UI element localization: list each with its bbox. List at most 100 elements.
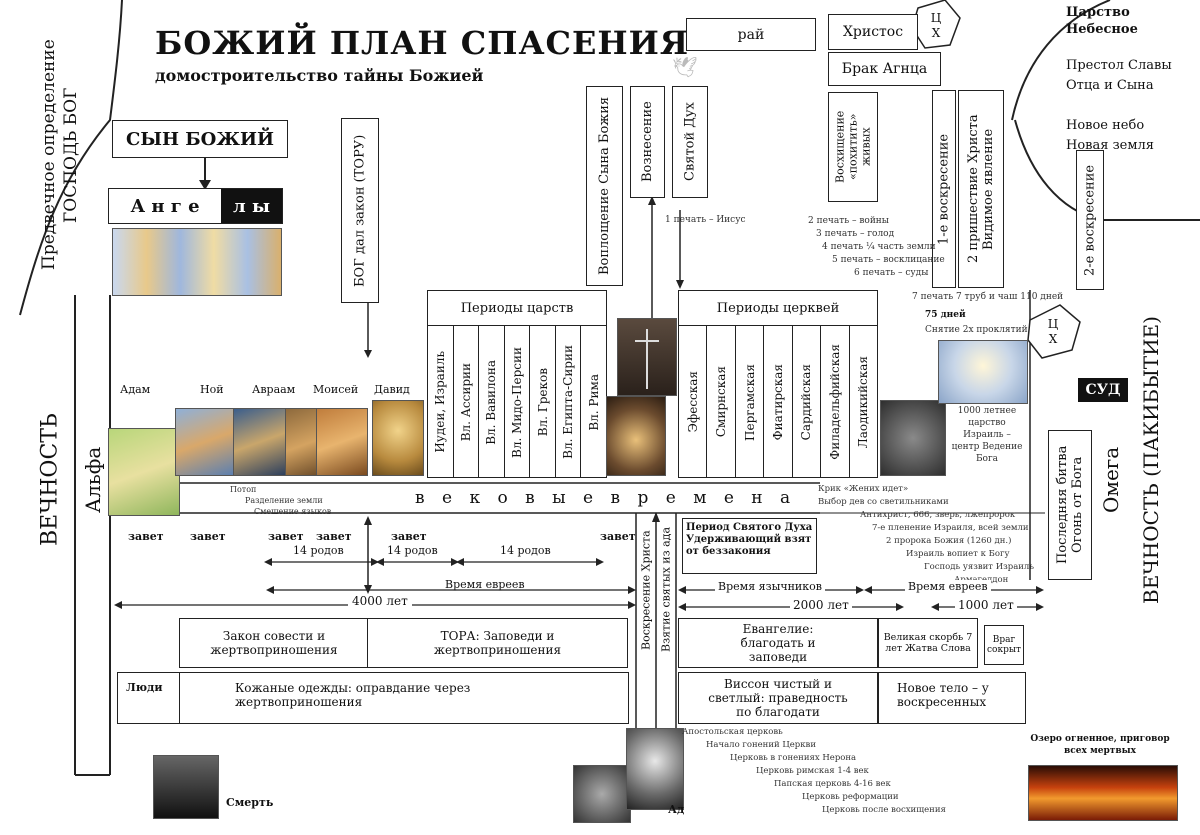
years-4000-label: 4000 лет: [348, 594, 412, 608]
kingdom-period-column: Вл. Вавилона: [479, 326, 505, 478]
new-body-box: Новое тело – у воскресенных: [878, 672, 1026, 724]
holy-spirit-box: Святой Дух: [672, 86, 708, 198]
church-periods-title: Периоды церквей: [679, 291, 877, 326]
angels-right-text: л ы: [221, 189, 282, 223]
gentiles-time-label: Время язычников: [715, 580, 825, 593]
end-note: Антихрист, 666, зверь, лжепророк: [860, 510, 1016, 520]
incarnation-text: Воплощение Сына Божия: [597, 96, 612, 276]
person-label: Ной: [200, 383, 224, 396]
gospel-box: Евангелие: благодать и заповеди: [678, 618, 878, 668]
seal-item: 6 печать – суды: [854, 268, 929, 278]
seals-list: 2 печать – войны 3 печать – голод 4 печа…: [808, 215, 945, 280]
end-note: Израиль вопиет к Богу: [906, 549, 1010, 559]
omega-text: Омега: [1099, 446, 1123, 514]
generations-label: 14 родов: [387, 544, 438, 557]
church-period-label: Эфесская: [685, 371, 700, 433]
flood-notes: Потоп Разделение земли Смешение языков: [230, 484, 331, 517]
crucifixion-image: [617, 318, 677, 396]
alpha-text: Альфа: [81, 446, 105, 514]
tsx-top-text: Ц Х: [930, 11, 942, 40]
kingdom-period-label: Вл. Мидо-Персии: [510, 346, 525, 458]
kingdom-period-column: Вл. Мидо-Персии: [505, 326, 531, 478]
eternity-left-text: ВЕЧНОСТЬ: [37, 413, 63, 547]
incarnation-box: Воплощение Сына Божия: [586, 86, 623, 286]
holy-spirit-period-sub: Удерживающий взят от беззакония: [686, 534, 812, 557]
church-history-item: Церковь реформации: [802, 792, 899, 802]
linen-box: Виссон чистый и светлый: праведность по …: [678, 672, 878, 724]
david-image: [372, 400, 424, 476]
abraham-image: [233, 408, 287, 476]
covenant-label: завет: [316, 530, 352, 543]
church-period-column: Фиатирская: [764, 326, 793, 478]
holy-spirit-period-title: Период Святого Духа: [686, 522, 813, 533]
torah-text: ТОРА: Заповеди и жертвоприношения: [433, 629, 562, 657]
kingdom-lines: Престол Славы Отца и Сына Новое небо Нов…: [1066, 56, 1172, 156]
jews-time-label: Время евреев: [445, 578, 525, 591]
gospel-text: Евангелие: благодать и заповеди: [740, 622, 816, 664]
last-battle-box: Последняя битва Огонь от Бога: [1048, 430, 1092, 580]
tsx-top: Ц Х: [918, 6, 954, 46]
jews-time-label-2: Время евреев: [905, 580, 991, 593]
holy-spirit-text: Святой Дух: [682, 102, 698, 182]
kingdom-line: Престол Славы: [1066, 58, 1172, 73]
kingdom-period-column: Вл. Египта-Сирии: [556, 326, 582, 478]
tsx-bottom: Ц Х: [1035, 312, 1071, 352]
angels-image: [112, 228, 282, 296]
church-period-column: Сардийская: [793, 326, 822, 478]
omega-label: Омега: [1096, 440, 1126, 520]
alpha-label: Альфа: [78, 430, 108, 530]
christ-box: Христос: [828, 14, 918, 50]
resurrection-christ-text: Воскресение Христа: [639, 530, 653, 650]
seal-item: 3 печать – голод: [816, 229, 895, 239]
second-coming-text: 2 пришествие Христа Видимое явление: [966, 114, 996, 264]
church-period-column: Лаодикийская: [850, 326, 877, 478]
torah-box: ТОРА: Заповеди и жертвоприношения: [367, 618, 628, 668]
resurrection-image: [938, 340, 1028, 404]
church-period-label: Лаодикийская: [856, 355, 871, 449]
flood-note: Потоп: [230, 485, 257, 494]
church-period-column: Пергамская: [736, 326, 765, 478]
taken-from-hell: Взятие святых из ада: [658, 520, 674, 660]
covenant-label: завет: [391, 530, 427, 543]
church-period-label: Филадельфийская: [827, 344, 842, 460]
kingdom-period-label: Вл. Ассирии: [458, 362, 473, 442]
end-note: Выбор дев со светильниками: [818, 497, 949, 507]
predestination-label: Предвечное определение ГОСПОДЬ БОГ: [30, 30, 90, 280]
satan-image: [880, 400, 946, 476]
millennium-text: 1000 летнее царство Израиль – центр Веде…: [951, 406, 1023, 464]
lake-label: Озеро огненное, приговор всех мертвых: [1030, 734, 1170, 756]
judgement-text: СУД: [1085, 382, 1121, 398]
kingdom-line: Новое небо: [1066, 118, 1145, 133]
lake-of-fire-image: [1028, 765, 1178, 821]
son-of-god-box: СЫН БОЖИЙ: [112, 120, 288, 158]
ascension-text: Вознесение: [640, 101, 655, 183]
death-image: [153, 755, 219, 819]
church-period-column: Эфесская: [679, 326, 708, 478]
kingdom-line: Новая земля: [1066, 138, 1154, 153]
end-note: Господь уязвит Израиль: [924, 562, 1034, 572]
flood-note: Смешение языков: [254, 507, 332, 516]
angels-left-text: А н г е: [130, 195, 200, 217]
page-subtitle: домостроительство тайны Божией: [155, 66, 484, 85]
paradise-box: рай: [686, 18, 816, 51]
end-note: 7-е пленение Израиля, всей земли: [872, 523, 1029, 533]
generations-label: 14 родов: [293, 544, 344, 557]
second-resurrection-box: 2-е воскресение: [1076, 150, 1104, 290]
end-note: 2 пророка Божия (1260 дн.): [886, 536, 1012, 546]
page-title: БОЖИЙ ПЛАН СПАСЕНИЯ: [155, 24, 690, 62]
kingdom-periods-title: Периоды царств: [428, 291, 606, 326]
cross-icon: [635, 329, 659, 389]
god-law-text: БОГ дал закон (ТОРУ): [352, 134, 368, 287]
paradise-text: рай: [737, 26, 765, 43]
noah-image: [175, 408, 235, 476]
conscience-text: Закон совести и жертвоприношения: [210, 629, 338, 657]
remove-curse: Снятие 2х проклятий: [925, 325, 1028, 335]
second-coming-box: 2 пришествие Христа Видимое явление: [958, 90, 1004, 288]
marriage-text: Брак Агнца: [841, 61, 928, 77]
death-label: Смерть: [226, 796, 274, 809]
enemy-box: Враг сокрыт: [984, 625, 1024, 665]
